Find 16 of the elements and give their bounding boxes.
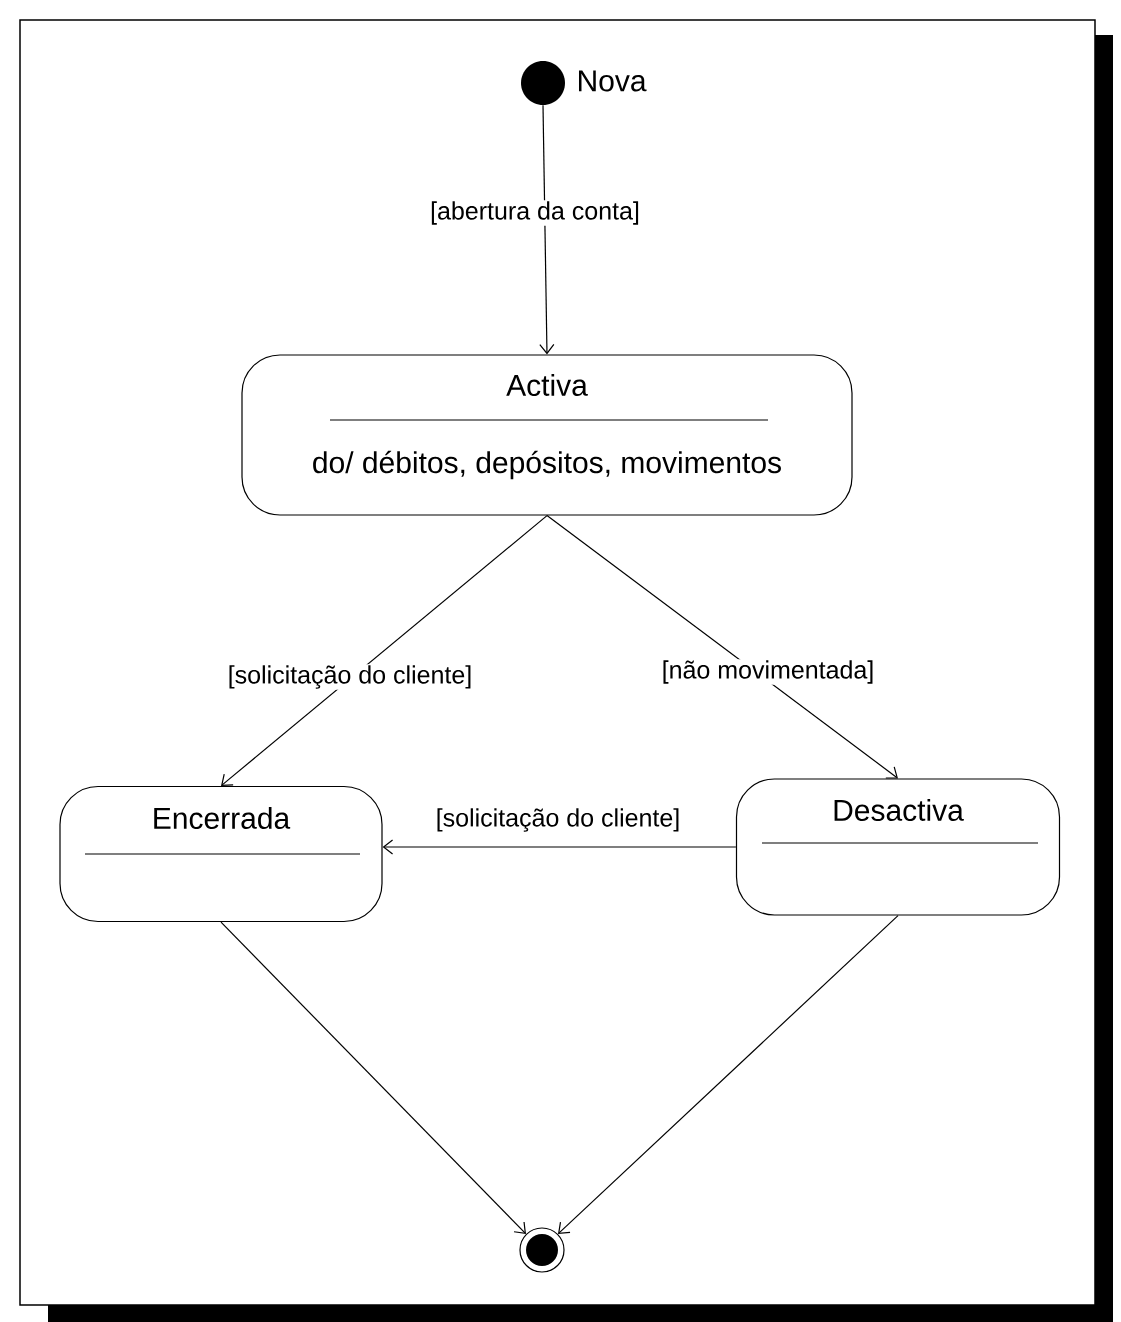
state-name: Nova [579,70,647,92]
edge-label: [solicitação do cliente] [226,664,474,690]
state-box: Desactiva [735,778,1061,916]
edge-label: [não movimentada] [660,659,876,685]
initial-state [521,61,565,105]
arrow [546,515,898,779]
edge-label: [abertura da conta] [429,200,641,226]
final-state [519,1227,565,1273]
edge-label: [solicitação do cliente] [434,807,682,833]
state-box: Activa do/ débitos, depósitos, movimentos [241,354,853,516]
arrow [221,515,548,786]
arrow [220,921,527,1234]
arrow [382,839,737,855]
arrow [557,915,899,1234]
arrow [539,104,555,355]
state-box: Encerrada [59,785,383,923]
